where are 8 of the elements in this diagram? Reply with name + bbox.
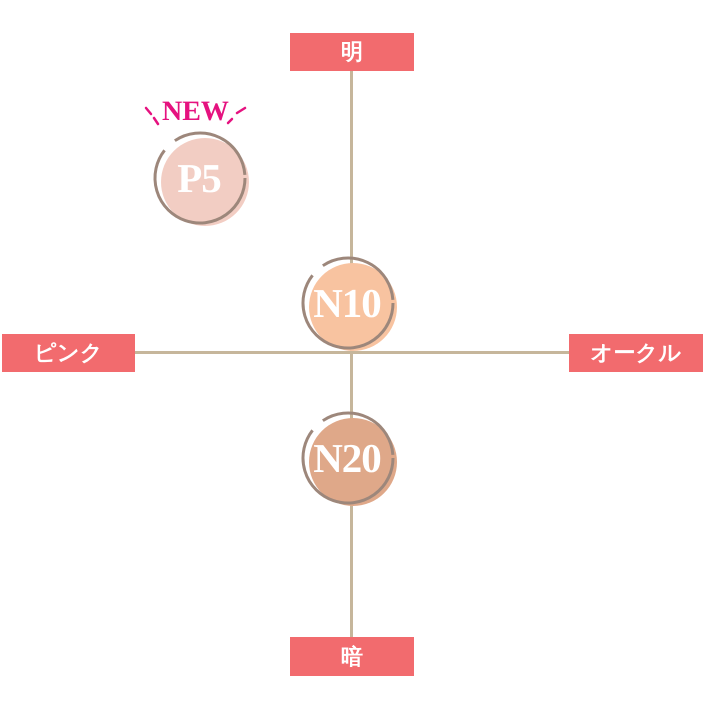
axis-label: ピンク	[2, 334, 135, 372]
shade-code: N10	[313, 282, 381, 324]
shade-code: P5	[177, 158, 221, 198]
shade-code: N20	[313, 438, 381, 478]
axis-label: 暗	[290, 637, 414, 676]
new-label: NEW	[162, 98, 229, 126]
axis-label: オークル	[569, 334, 703, 372]
axis-label: 明	[290, 33, 414, 71]
